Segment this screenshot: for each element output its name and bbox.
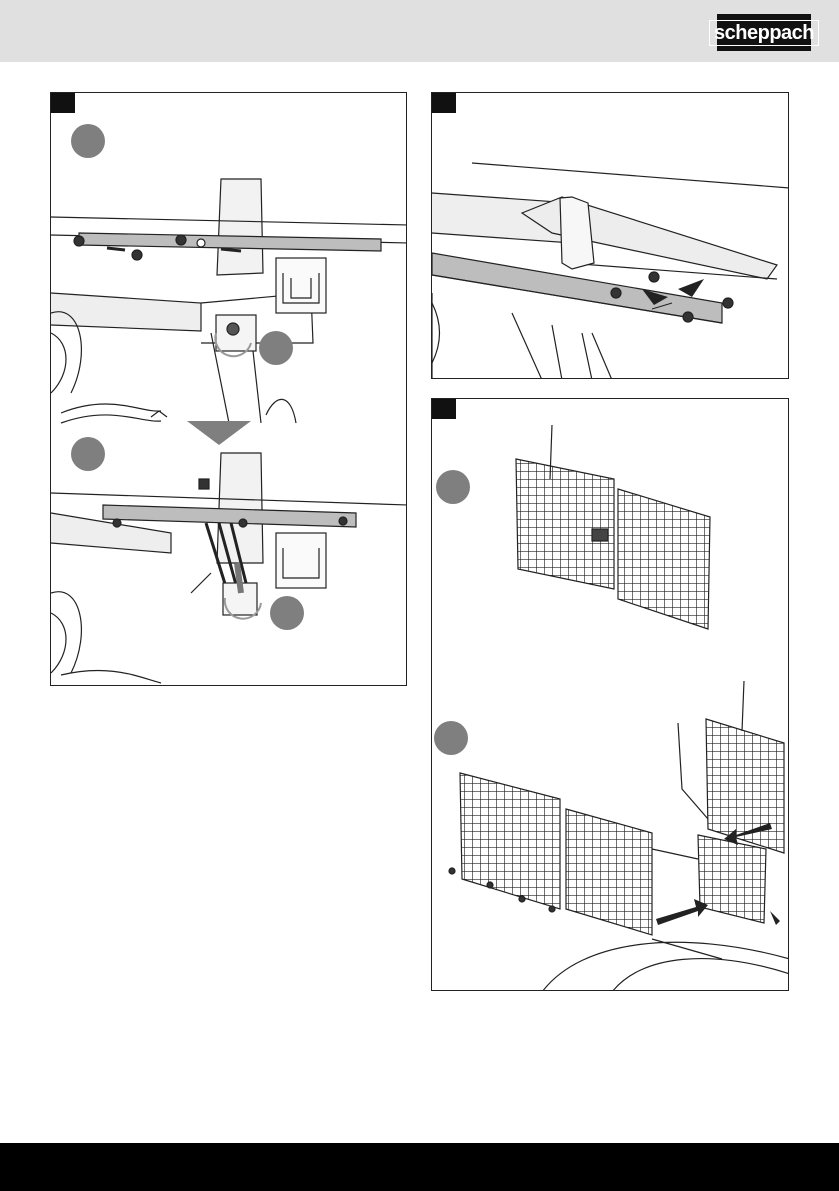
figure-1-illustration [51,93,407,686]
step-marker-1 [71,124,105,158]
step-marker-2 [259,331,293,365]
figure-3-panel [431,398,789,991]
step-marker-3 [71,437,105,471]
page-header: scheppach [0,0,839,62]
page-footer [0,1143,839,1191]
figure-1-panel [50,92,407,686]
step-marker-b [434,721,468,755]
figure-3-illustration [432,399,789,991]
brand-logo: scheppach [717,14,811,51]
step-marker-a [436,470,470,504]
figure-2-panel [431,92,789,379]
step-marker-4 [270,596,304,630]
brand-logo-text: scheppach [709,20,819,46]
figure-2-illustration [432,93,789,379]
